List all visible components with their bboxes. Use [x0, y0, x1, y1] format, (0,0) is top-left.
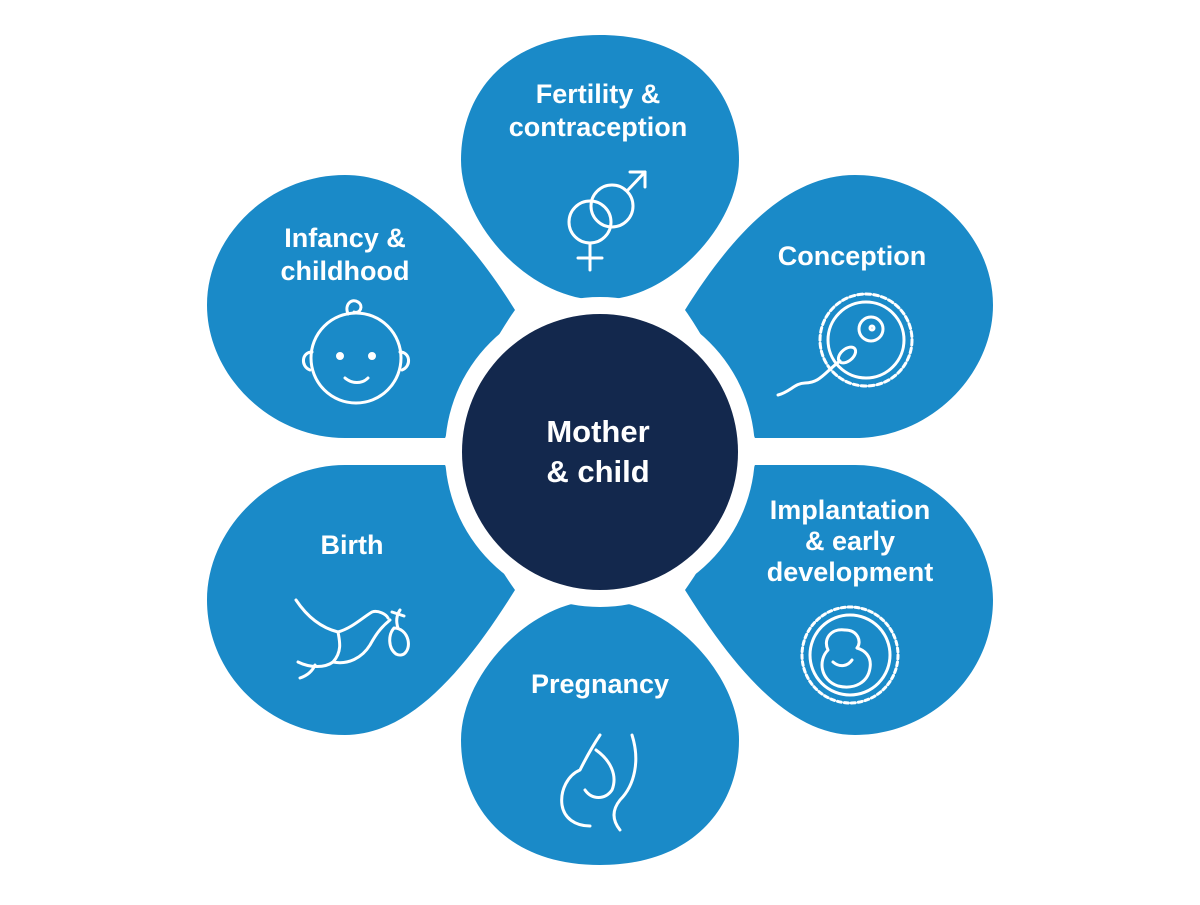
- label-pregnancy-line1: Pregnancy: [530, 669, 670, 699]
- label-implantation-line3: development: [766, 557, 934, 587]
- sperm-egg-icon: [776, 292, 914, 397]
- petal-conception: [685, 175, 993, 438]
- petal-pregnancy: [461, 600, 739, 865]
- petal-birth: [207, 465, 515, 735]
- center-label: Mother & child: [546, 412, 649, 492]
- label-conception: Conception: [778, 240, 927, 273]
- stork-icon: [294, 598, 410, 680]
- gender-symbols-icon: [567, 170, 647, 272]
- label-infancy: Infancy & childhood: [281, 222, 410, 288]
- label-fertility-line2: contraception: [508, 112, 688, 142]
- label-implantation-line2: & early: [804, 526, 896, 556]
- label-infancy-line2: childhood: [280, 256, 410, 286]
- pregnant-woman-icon: [560, 733, 638, 832]
- baby-face-icon: [302, 299, 410, 405]
- label-implantation: Implantation & early development: [767, 495, 934, 588]
- label-implantation-line1: Implantation: [769, 495, 931, 525]
- petal-fertility: [461, 35, 739, 300]
- label-pregnancy: Pregnancy: [531, 668, 669, 701]
- center-circle: [462, 314, 738, 590]
- fetus-icon: [800, 605, 900, 705]
- label-fertility: Fertility & contraception: [509, 78, 688, 144]
- petal-implantation: [685, 465, 993, 735]
- center-label-line2: & child: [546, 454, 650, 489]
- label-birth: Birth: [321, 529, 384, 562]
- label-fertility-line1: Fertility &: [535, 79, 661, 109]
- label-birth-line1: Birth: [320, 530, 384, 560]
- label-conception-line1: Conception: [777, 241, 927, 271]
- label-infancy-line1: Infancy &: [284, 223, 406, 253]
- center-label-line1: Mother: [546, 414, 650, 449]
